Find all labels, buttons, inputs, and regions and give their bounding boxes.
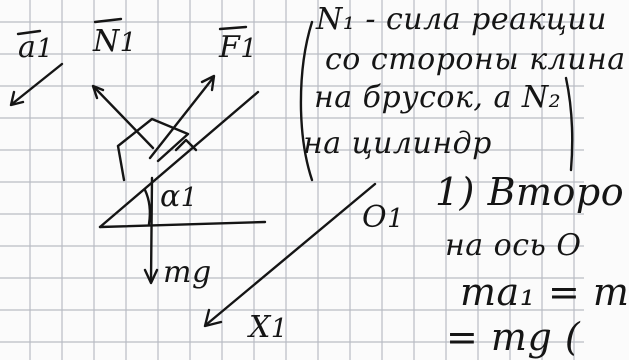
gravity-arrowhead <box>143 268 159 285</box>
note-line-3: на брусок, а N₂ <box>314 80 562 115</box>
force-arrow <box>148 76 215 160</box>
gravity-label: mg <box>163 255 212 290</box>
note-line-1: N₁ - сила реакции <box>316 2 607 37</box>
incline-line <box>98 90 260 229</box>
accel-arrowhead <box>9 90 25 107</box>
accel-label: a1 <box>18 30 54 65</box>
normal-arrow <box>92 85 155 150</box>
note-line-2: со стороны клина <box>325 42 626 77</box>
force-label: F1 <box>219 30 258 65</box>
angle-arc <box>143 188 152 226</box>
axis-arrowhead <box>203 308 223 328</box>
right-angle-mark <box>174 138 198 152</box>
axis-label: X1 <box>249 310 288 345</box>
note-line-4: на цилиндр <box>303 126 492 161</box>
normal-arrowhead <box>91 84 105 100</box>
axis-arrow <box>205 182 377 326</box>
gravity-arrow <box>149 176 154 284</box>
equation-line-1: ma₁ = m <box>460 270 629 314</box>
equation-line-2: = mg ( <box>446 315 581 359</box>
normal-label: N1 <box>93 24 137 59</box>
force-arrowhead <box>200 74 216 92</box>
step-heading: 1) Второ <box>435 170 625 214</box>
block-outline <box>116 117 190 182</box>
step-line-2: на ось О <box>445 228 582 263</box>
angle-label: α1 <box>160 179 198 214</box>
notes-bracket <box>299 20 314 182</box>
grid-lines <box>0 0 584 360</box>
base-line <box>98 220 267 229</box>
origin-label: O1 <box>362 200 405 235</box>
accel-arrow <box>10 62 64 106</box>
